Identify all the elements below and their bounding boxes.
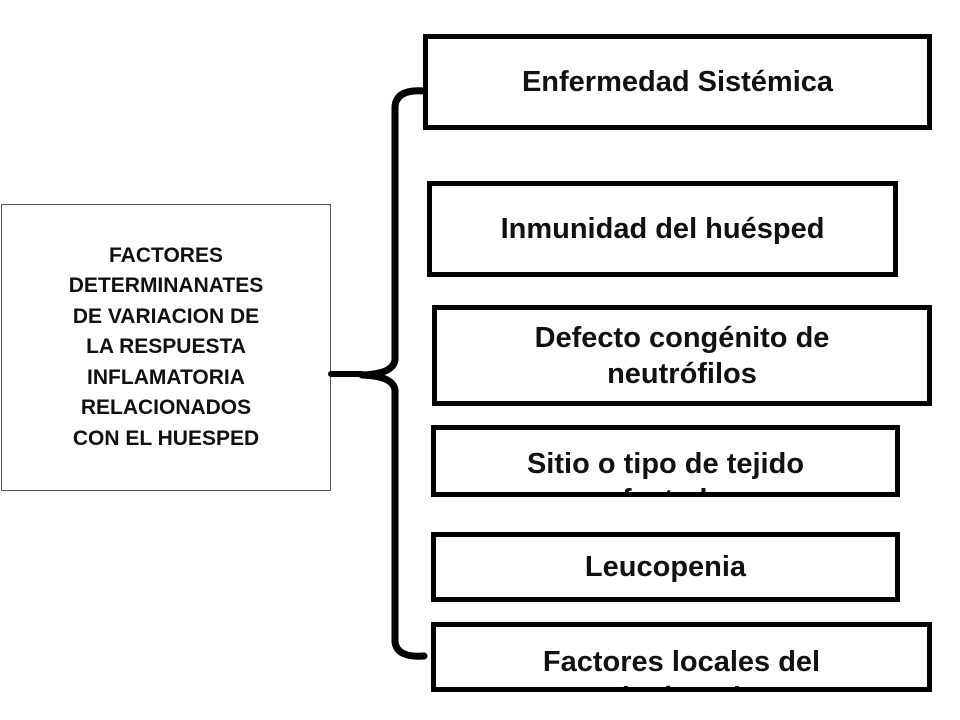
factor-label: Leucopenia	[584, 551, 747, 583]
factor-box-sitio-tejido: Sitio o tipo de tejido afectado	[431, 425, 900, 497]
factor-label: Inmunidad del huésped	[500, 213, 825, 245]
factor-label: Enfermedad Sistémica	[521, 66, 834, 98]
factor-box-inmunidad-huesped: Inmunidad del huésped	[427, 181, 898, 277]
factor-label: Sitio o tipo de tejido afectado	[526, 448, 805, 492]
factor-box-enfermedad-sistemica: Enfermedad Sistémica	[423, 34, 932, 130]
factor-box-factores-locales: Factores locales del huésped	[431, 622, 932, 692]
central-concept-box: FACTORES DETERMINANATES DE VARIACION DE …	[1, 204, 331, 491]
factor-label: Factores locales del huésped	[542, 646, 821, 687]
factor-box-leucopenia: Leucopenia	[431, 532, 900, 602]
factor-label: Defecto congénito de neutrófilos	[534, 321, 830, 390]
central-concept-label: FACTORES DETERMINANATES DE VARIACION DE …	[68, 243, 264, 450]
factor-box-defecto-congenito: Defecto congénito de neutrófilos	[432, 305, 932, 406]
curly-bracket-icon	[358, 87, 428, 660]
